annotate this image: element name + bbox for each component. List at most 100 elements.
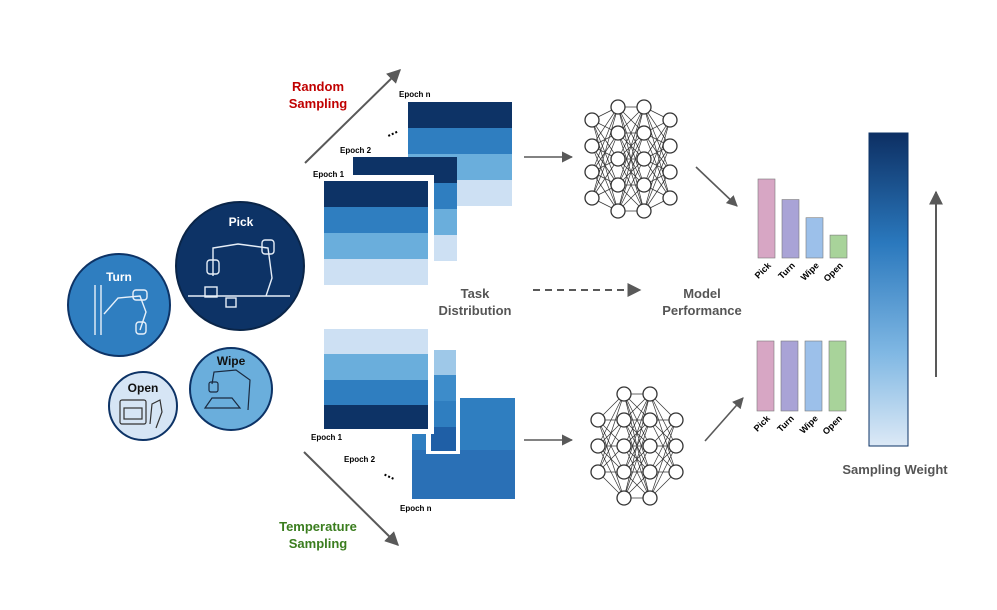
model-performance-line2: Performance [662, 303, 741, 318]
network-node [584, 190, 600, 206]
network-node [662, 190, 678, 206]
network-edge [591, 106, 619, 147]
network-node [642, 490, 658, 506]
random-epoch-1-label: Epoch 1 [313, 170, 345, 179]
network-node [642, 412, 658, 428]
random-epoch-2-label: Epoch 2 [340, 146, 372, 155]
bar-pick [757, 178, 776, 259]
bar-label-pick: Pick [753, 260, 774, 281]
network-node [584, 164, 600, 180]
network-edge [591, 132, 619, 199]
network-edge [643, 119, 671, 186]
neural-network-top [584, 99, 678, 219]
network-node [616, 386, 632, 402]
network-edge [591, 106, 619, 199]
network-edge [643, 119, 671, 160]
network-node [616, 464, 632, 480]
temperature-epoch-n-label: Epoch n [400, 504, 432, 513]
temperature-title-line2: Sampling [289, 536, 348, 551]
network-node [610, 99, 626, 115]
bar-pick [756, 340, 775, 412]
network-edge [623, 393, 651, 499]
arrow-to-bars-bottom [704, 397, 744, 442]
bar-turn [781, 199, 800, 259]
task-circle-pick: Pick [175, 201, 305, 331]
network-edge [649, 419, 677, 473]
oven-robot-icon [119, 399, 163, 429]
sampling-weight-gradient-bar [868, 132, 909, 447]
network-node [616, 438, 632, 454]
sampling-weight-label: Sampling Weight [842, 462, 948, 477]
task-circle-open: Open [108, 371, 178, 441]
network-node [636, 203, 652, 219]
network-node [668, 412, 684, 428]
network-node [636, 99, 652, 115]
network-edge [597, 419, 625, 473]
bar-turn [780, 340, 799, 412]
temperature-epoch-1-block [318, 323, 434, 434]
bar-label-turn: Turn [776, 260, 797, 281]
bar-label-open: Open [822, 260, 845, 283]
temperature-epoch-2-label: Epoch 2 [344, 455, 376, 464]
network-edge [617, 158, 645, 212]
robot-arm-icon [94, 285, 148, 335]
network-edge [591, 106, 619, 173]
network-node [610, 177, 626, 193]
model-performance-line1: Model [683, 286, 721, 301]
random-epoch-n-label: Epoch n [399, 90, 431, 99]
bar-open [828, 340, 847, 412]
network-node [668, 438, 684, 454]
temperature-ellipsis: ... [382, 463, 399, 482]
network-node [662, 112, 678, 128]
bar-label-pick: Pick [752, 413, 773, 434]
bar-wipe [804, 340, 823, 412]
network-node [668, 464, 684, 480]
task-label-turn: Turn [106, 270, 132, 284]
network-edge [623, 393, 651, 447]
bar-open [829, 234, 848, 259]
network-edge [643, 145, 671, 212]
network-node [590, 464, 606, 480]
network-node [642, 386, 658, 402]
task-label-wipe: Wipe [217, 354, 246, 368]
network-node [610, 151, 626, 167]
random-title-line2: Sampling [289, 96, 348, 111]
network-edge [591, 158, 619, 199]
task-circle-turn: Turn [67, 253, 171, 357]
network-node [610, 203, 626, 219]
task-label-pick: Pick [229, 215, 254, 229]
temperature-title-line1: Temperature [279, 519, 357, 534]
network-node [642, 438, 658, 454]
network-node [642, 464, 658, 480]
bar-wipe [805, 217, 824, 259]
task-distribution-line1: Task [461, 286, 490, 301]
bar-label-wipe: Wipe [799, 260, 821, 282]
network-node [590, 412, 606, 428]
network-node [636, 151, 652, 167]
network-edge [617, 106, 645, 212]
network-edge [623, 419, 651, 499]
arrow-to-bars-top [695, 166, 738, 207]
random-ellipsis: ... [382, 121, 399, 140]
network-edge [597, 393, 625, 447]
network-node [662, 164, 678, 180]
network-node [616, 490, 632, 506]
bar-label-wipe: Wipe [798, 413, 820, 435]
network-edge [649, 419, 677, 499]
bar-label-open: Open [821, 413, 844, 436]
network-edge [617, 132, 645, 212]
network-node [590, 438, 606, 454]
network-edge [643, 171, 671, 212]
temperature-sampling-arrow [303, 451, 399, 546]
network-edge [643, 119, 671, 212]
network-node [584, 112, 600, 128]
network-node [610, 125, 626, 141]
random-epoch-1-block [318, 175, 434, 286]
temperature-epoch-1-label: Epoch 1 [311, 433, 343, 442]
bar-label-turn: Turn [775, 413, 796, 434]
network-node [662, 138, 678, 154]
network-edge [617, 106, 645, 160]
wipe-robot-icon [203, 369, 251, 411]
